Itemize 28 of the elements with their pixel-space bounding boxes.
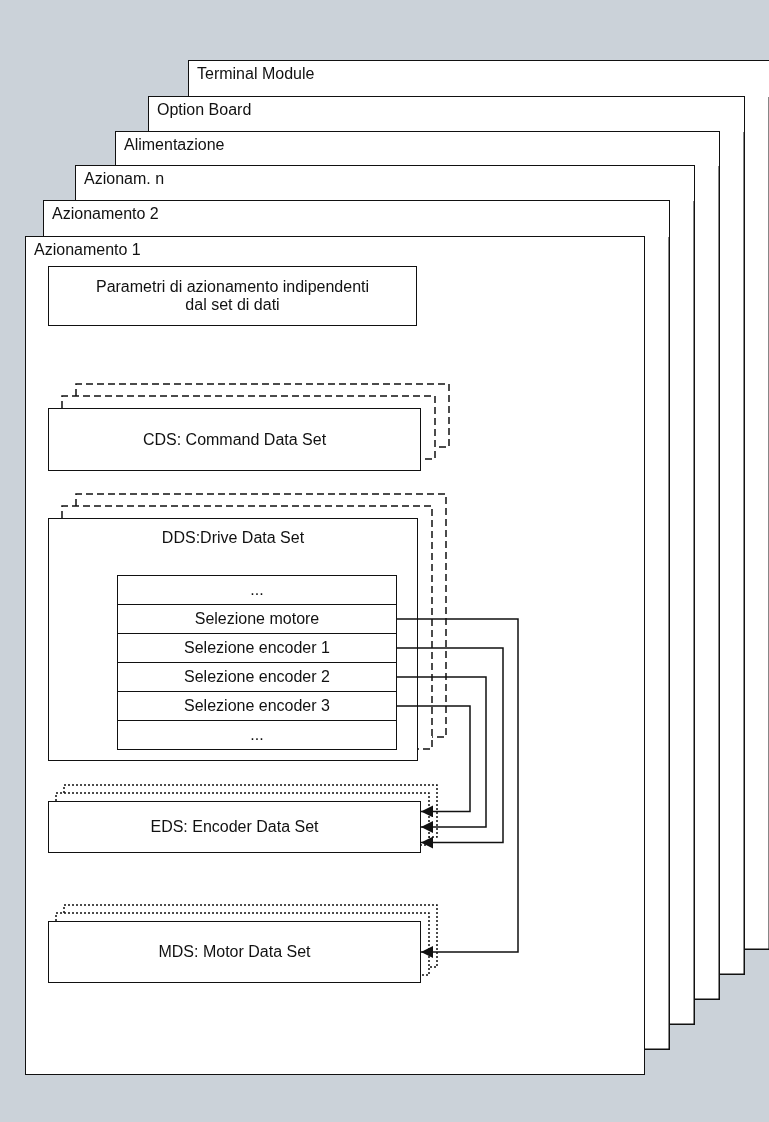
arrow: [396, 618, 519, 958]
page-title: Option Board: [157, 101, 252, 119]
page-card: [75, 165, 695, 201]
page-title: Terminal Module: [197, 65, 315, 83]
table-row: ...: [117, 720, 397, 750]
box-heading: DDS:Drive Data Set: [160, 529, 306, 547]
table-row: Selezione motore: [117, 604, 397, 634]
table-row: Selezione encoder 1: [117, 633, 397, 663]
table-row: ...: [117, 575, 397, 605]
page-card: [188, 60, 769, 97]
data-set-box: MDS: Motor Data Set: [48, 921, 421, 983]
page-card: [25, 236, 645, 1075]
page-title: Azionamento 1: [34, 241, 141, 259]
arrow: [396, 647, 504, 849]
data-set-box: [48, 518, 418, 761]
page-title: Azionamento 2: [52, 205, 159, 223]
page-title: Azionam. n: [84, 170, 165, 188]
data-set-box: CDS: Command Data Set: [48, 408, 421, 471]
page-card: [43, 200, 670, 237]
arrow: [396, 705, 471, 818]
table-row: Selezione encoder 3: [117, 691, 397, 721]
page-title: Alimentazione: [124, 136, 225, 154]
data-set-box: Parametri di azionamento indipendenti dal set di dati: [48, 266, 417, 326]
page-card: [115, 131, 720, 166]
page-card: [148, 96, 745, 132]
data-set-box: EDS: Encoder Data Set: [48, 801, 421, 853]
arrow: [396, 676, 487, 833]
table-row: Selezione encoder 2: [117, 662, 397, 692]
